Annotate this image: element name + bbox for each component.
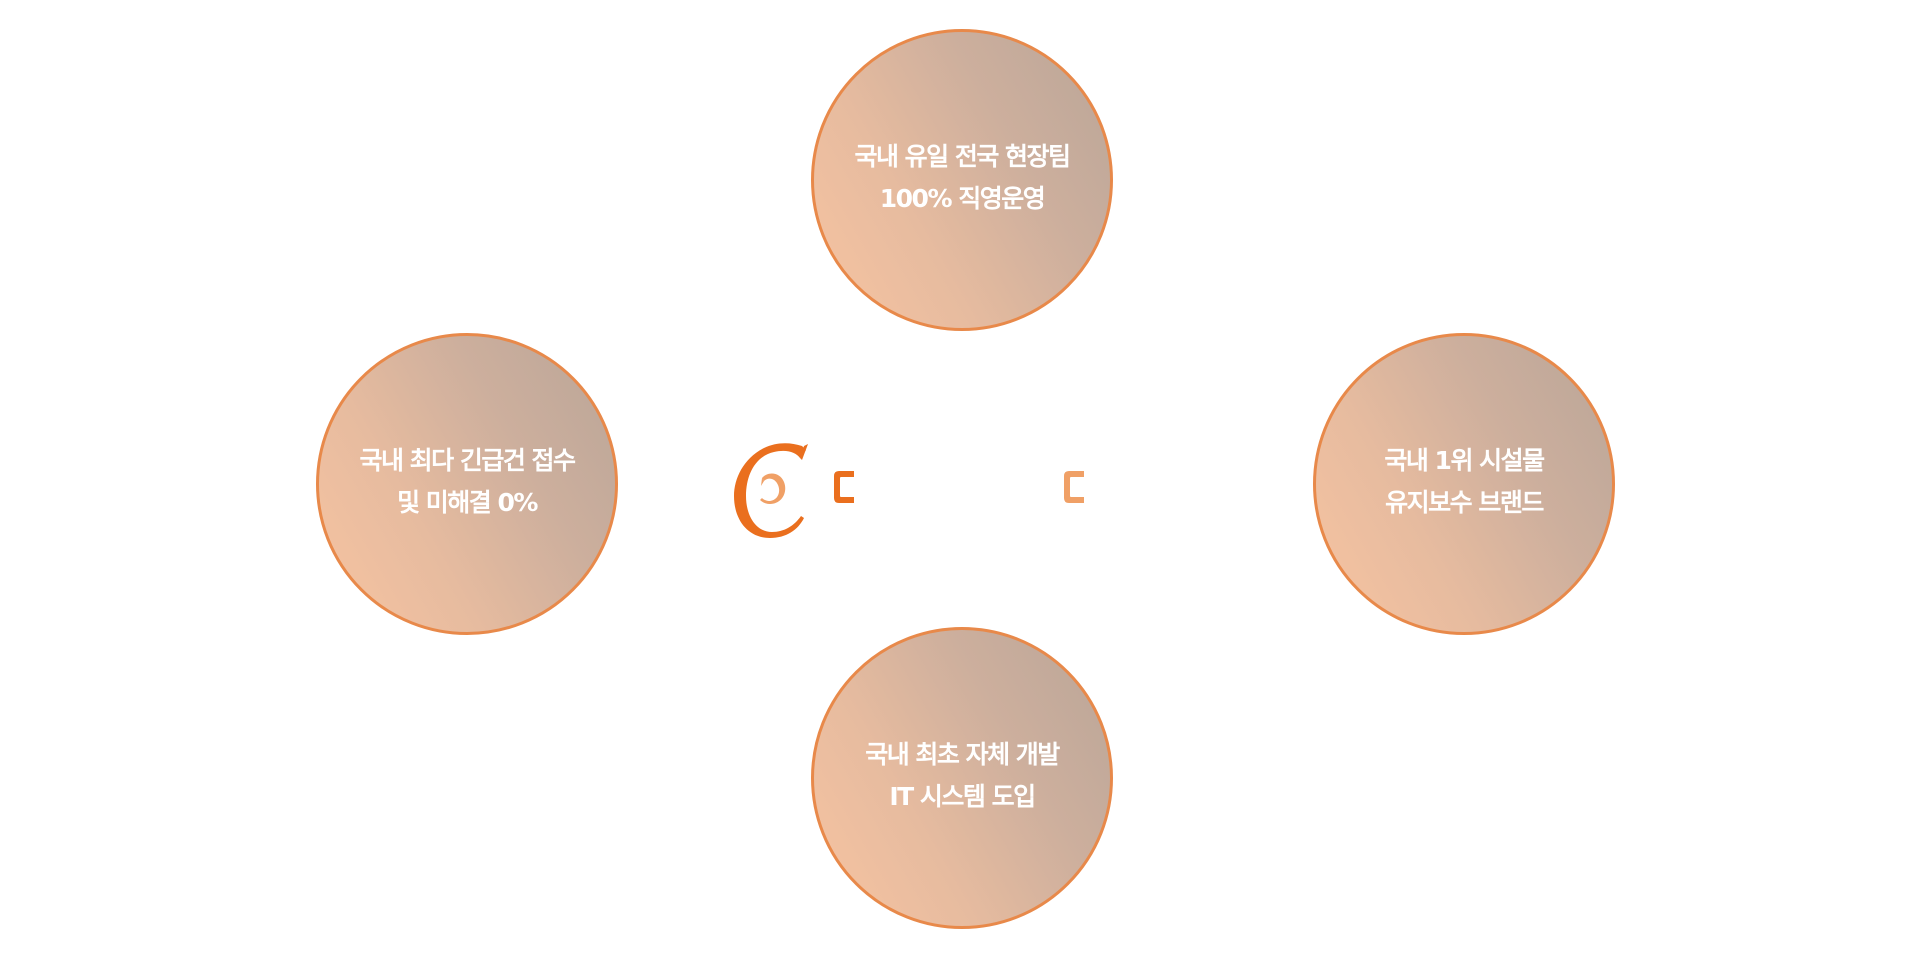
- logo-wordmark: [858, 468, 1058, 504]
- feature-text-bottom: 국내 최초 자체 개발 IT 시스템 도입: [865, 734, 1060, 818]
- feature-line: 국내 유일 전국 현장팀: [854, 142, 1071, 171]
- feature-line: 국내 최초 자체 개발: [865, 740, 1060, 769]
- feature-line: 국내 1위 시설물: [1384, 446, 1545, 475]
- feature-line: IT 시스템 도입: [889, 782, 1036, 811]
- feature-text-left: 국내 최다 긴급건 접수 및 미해결 0%: [359, 440, 576, 524]
- brand-emblem-c-icon: [734, 443, 808, 538]
- feature-line: 유지보수 브랜드: [1385, 488, 1544, 517]
- logo-letter-c-icon: [1064, 471, 1084, 503]
- feature-circle-bottom: 국내 최초 자체 개발 IT 시스템 도입: [811, 627, 1113, 929]
- feature-text-top: 국내 유일 전국 현장팀 100% 직영운영: [854, 136, 1071, 220]
- feature-circle-left: 국내 최다 긴급건 접수 및 미해결 0%: [316, 333, 618, 635]
- logo-letter-c-icon: [834, 471, 854, 503]
- feature-line: 100% 직영운영: [879, 184, 1046, 213]
- brand-logo: [728, 440, 1098, 542]
- feature-line: 국내 최다 긴급건 접수: [359, 446, 576, 475]
- feature-circle-top: 국내 유일 전국 현장팀 100% 직영운영: [811, 29, 1113, 331]
- feature-text-right: 국내 1위 시설물 유지보수 브랜드: [1384, 440, 1545, 524]
- feature-circle-right: 국내 1위 시설물 유지보수 브랜드: [1313, 333, 1615, 635]
- feature-line: 및 미해결 0%: [397, 488, 538, 517]
